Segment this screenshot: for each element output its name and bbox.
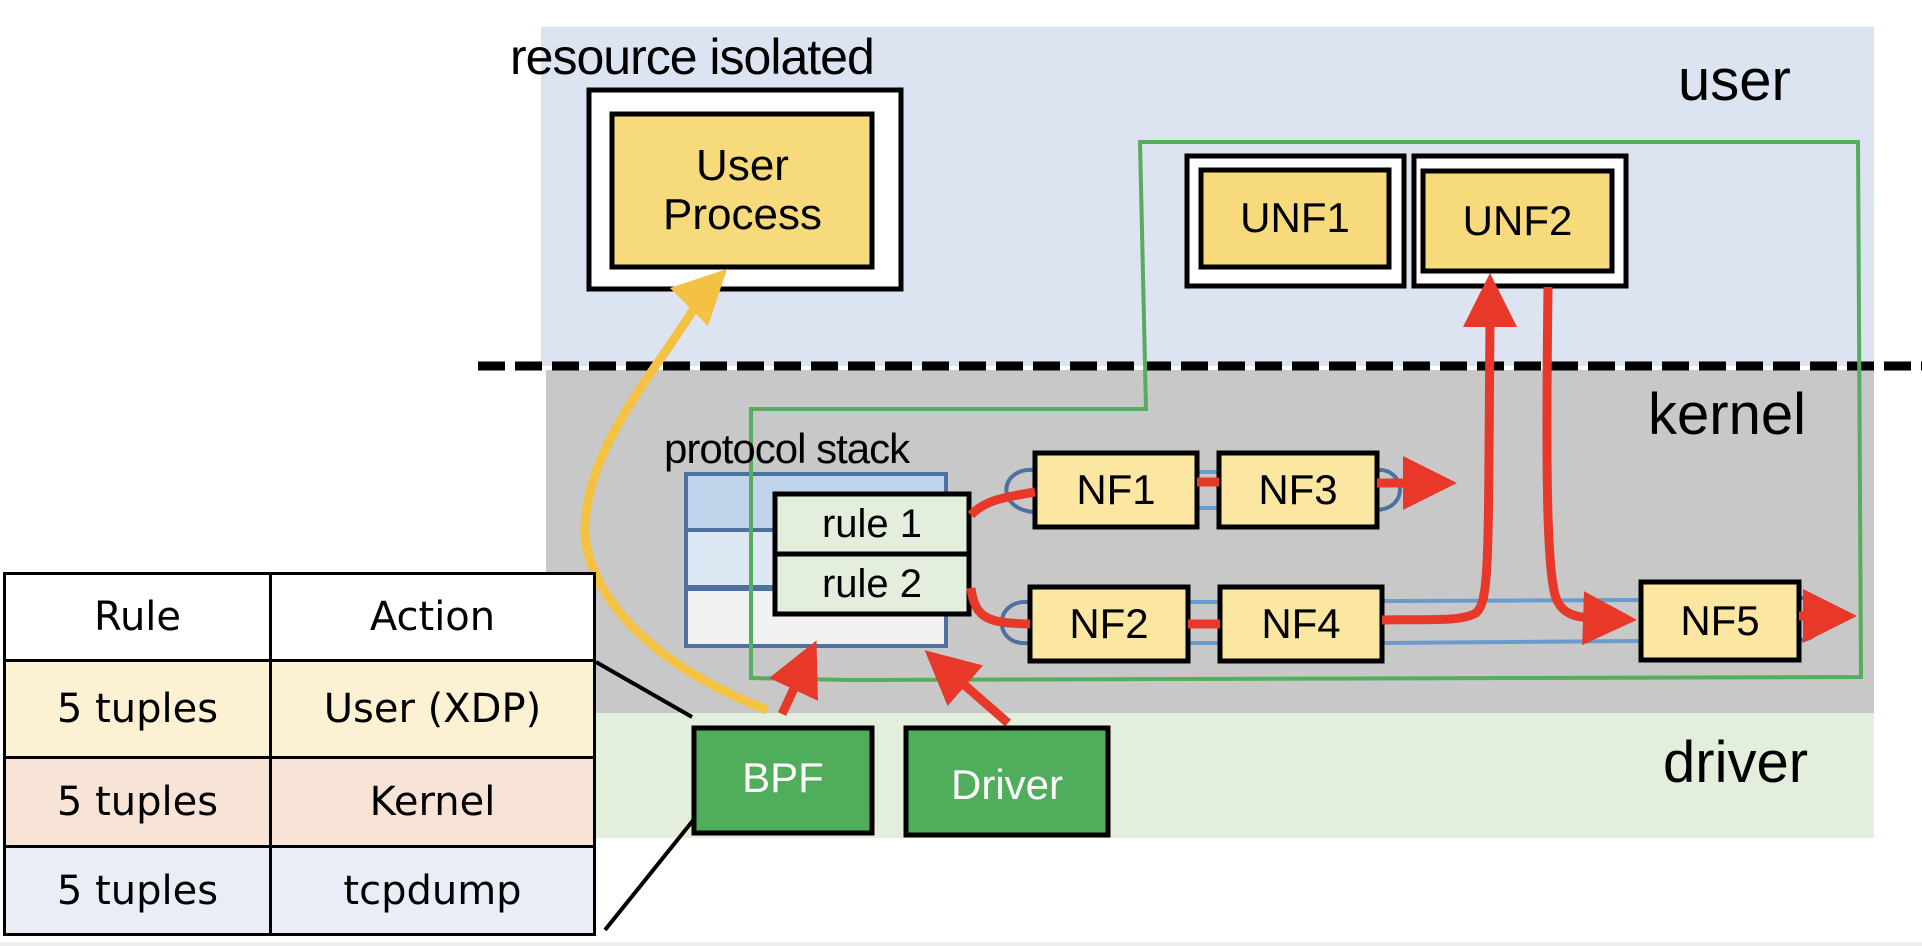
user-process-label-line: User xyxy=(696,141,789,191)
bpf-label: BPF xyxy=(742,753,824,801)
rule-2-label: rule 2 xyxy=(821,562,923,606)
table-header-action: Action xyxy=(269,572,596,662)
flow-rule2-to-nf2 xyxy=(966,587,1031,629)
table-row: 5 tuples User (XDP) xyxy=(3,659,596,759)
nf2-box xyxy=(1027,584,1191,664)
table-cell-rule: 5 tuples xyxy=(3,845,272,936)
rule-2-box xyxy=(772,551,972,617)
unf1-box xyxy=(1198,167,1392,270)
nf1-box xyxy=(1032,450,1200,530)
callout-line-top xyxy=(595,660,693,719)
resource-isolated-label: resource isolated xyxy=(510,29,875,85)
flow-bpf-to-stack xyxy=(769,640,818,716)
kernel-layer-label: kernel xyxy=(1648,382,1806,447)
nf1-label: NF1 xyxy=(1076,465,1156,513)
table-row: 5 tuples Kernel xyxy=(3,756,596,848)
table-header-rule: Rule xyxy=(3,572,272,662)
driver-label: Driver xyxy=(951,761,1063,809)
driver-box xyxy=(903,725,1111,838)
unf2-box xyxy=(1420,168,1615,274)
protocol-stack-label: protocol stack xyxy=(664,425,910,472)
packet-flows xyxy=(769,273,1857,727)
rule-1-box xyxy=(772,491,972,557)
rule-action-table: Rule Action 5 tuples User (XDP) 5 tuples… xyxy=(3,572,596,936)
nf2-label: NF2 xyxy=(1069,599,1149,647)
rule-1-label: rule 1 xyxy=(821,502,923,546)
user-process-box xyxy=(609,111,875,270)
user-layer-label: user xyxy=(1678,48,1791,113)
nf5-box xyxy=(1638,579,1802,663)
nf3-label: NF3 xyxy=(1258,465,1338,513)
bottom-border xyxy=(0,942,1922,946)
table-cell-action: Kernel xyxy=(269,756,596,848)
nf3-box xyxy=(1216,450,1380,530)
table-row: 5 tuples tcpdump xyxy=(3,845,596,936)
callout-line-bottom xyxy=(603,816,697,932)
unf1-label: UNF1 xyxy=(1240,194,1350,242)
user-process-label-line: Process xyxy=(663,189,822,239)
flow-nf4-to-unf2 xyxy=(1381,319,1495,625)
flow-rule1-to-nf1 xyxy=(967,487,1036,519)
xdp-flow-to-user-process xyxy=(580,268,769,715)
table-cell-rule: 5 tuples xyxy=(3,659,272,759)
nf4-label: NF4 xyxy=(1261,599,1341,647)
driver-layer-label: driver xyxy=(1663,730,1809,795)
flow-driver-to-stack xyxy=(924,650,1011,727)
nf4-box xyxy=(1217,584,1385,664)
nf5-label: NF5 xyxy=(1680,596,1760,644)
unf2-label: UNF2 xyxy=(1462,196,1573,244)
table-cell-action: tcpdump xyxy=(269,845,596,936)
bpf-box xyxy=(691,725,875,836)
flow-unf2-to-nf5 xyxy=(1542,286,1637,646)
table-cell-action: User (XDP) xyxy=(269,659,596,759)
table-cell-rule: 5 tuples xyxy=(3,756,272,848)
